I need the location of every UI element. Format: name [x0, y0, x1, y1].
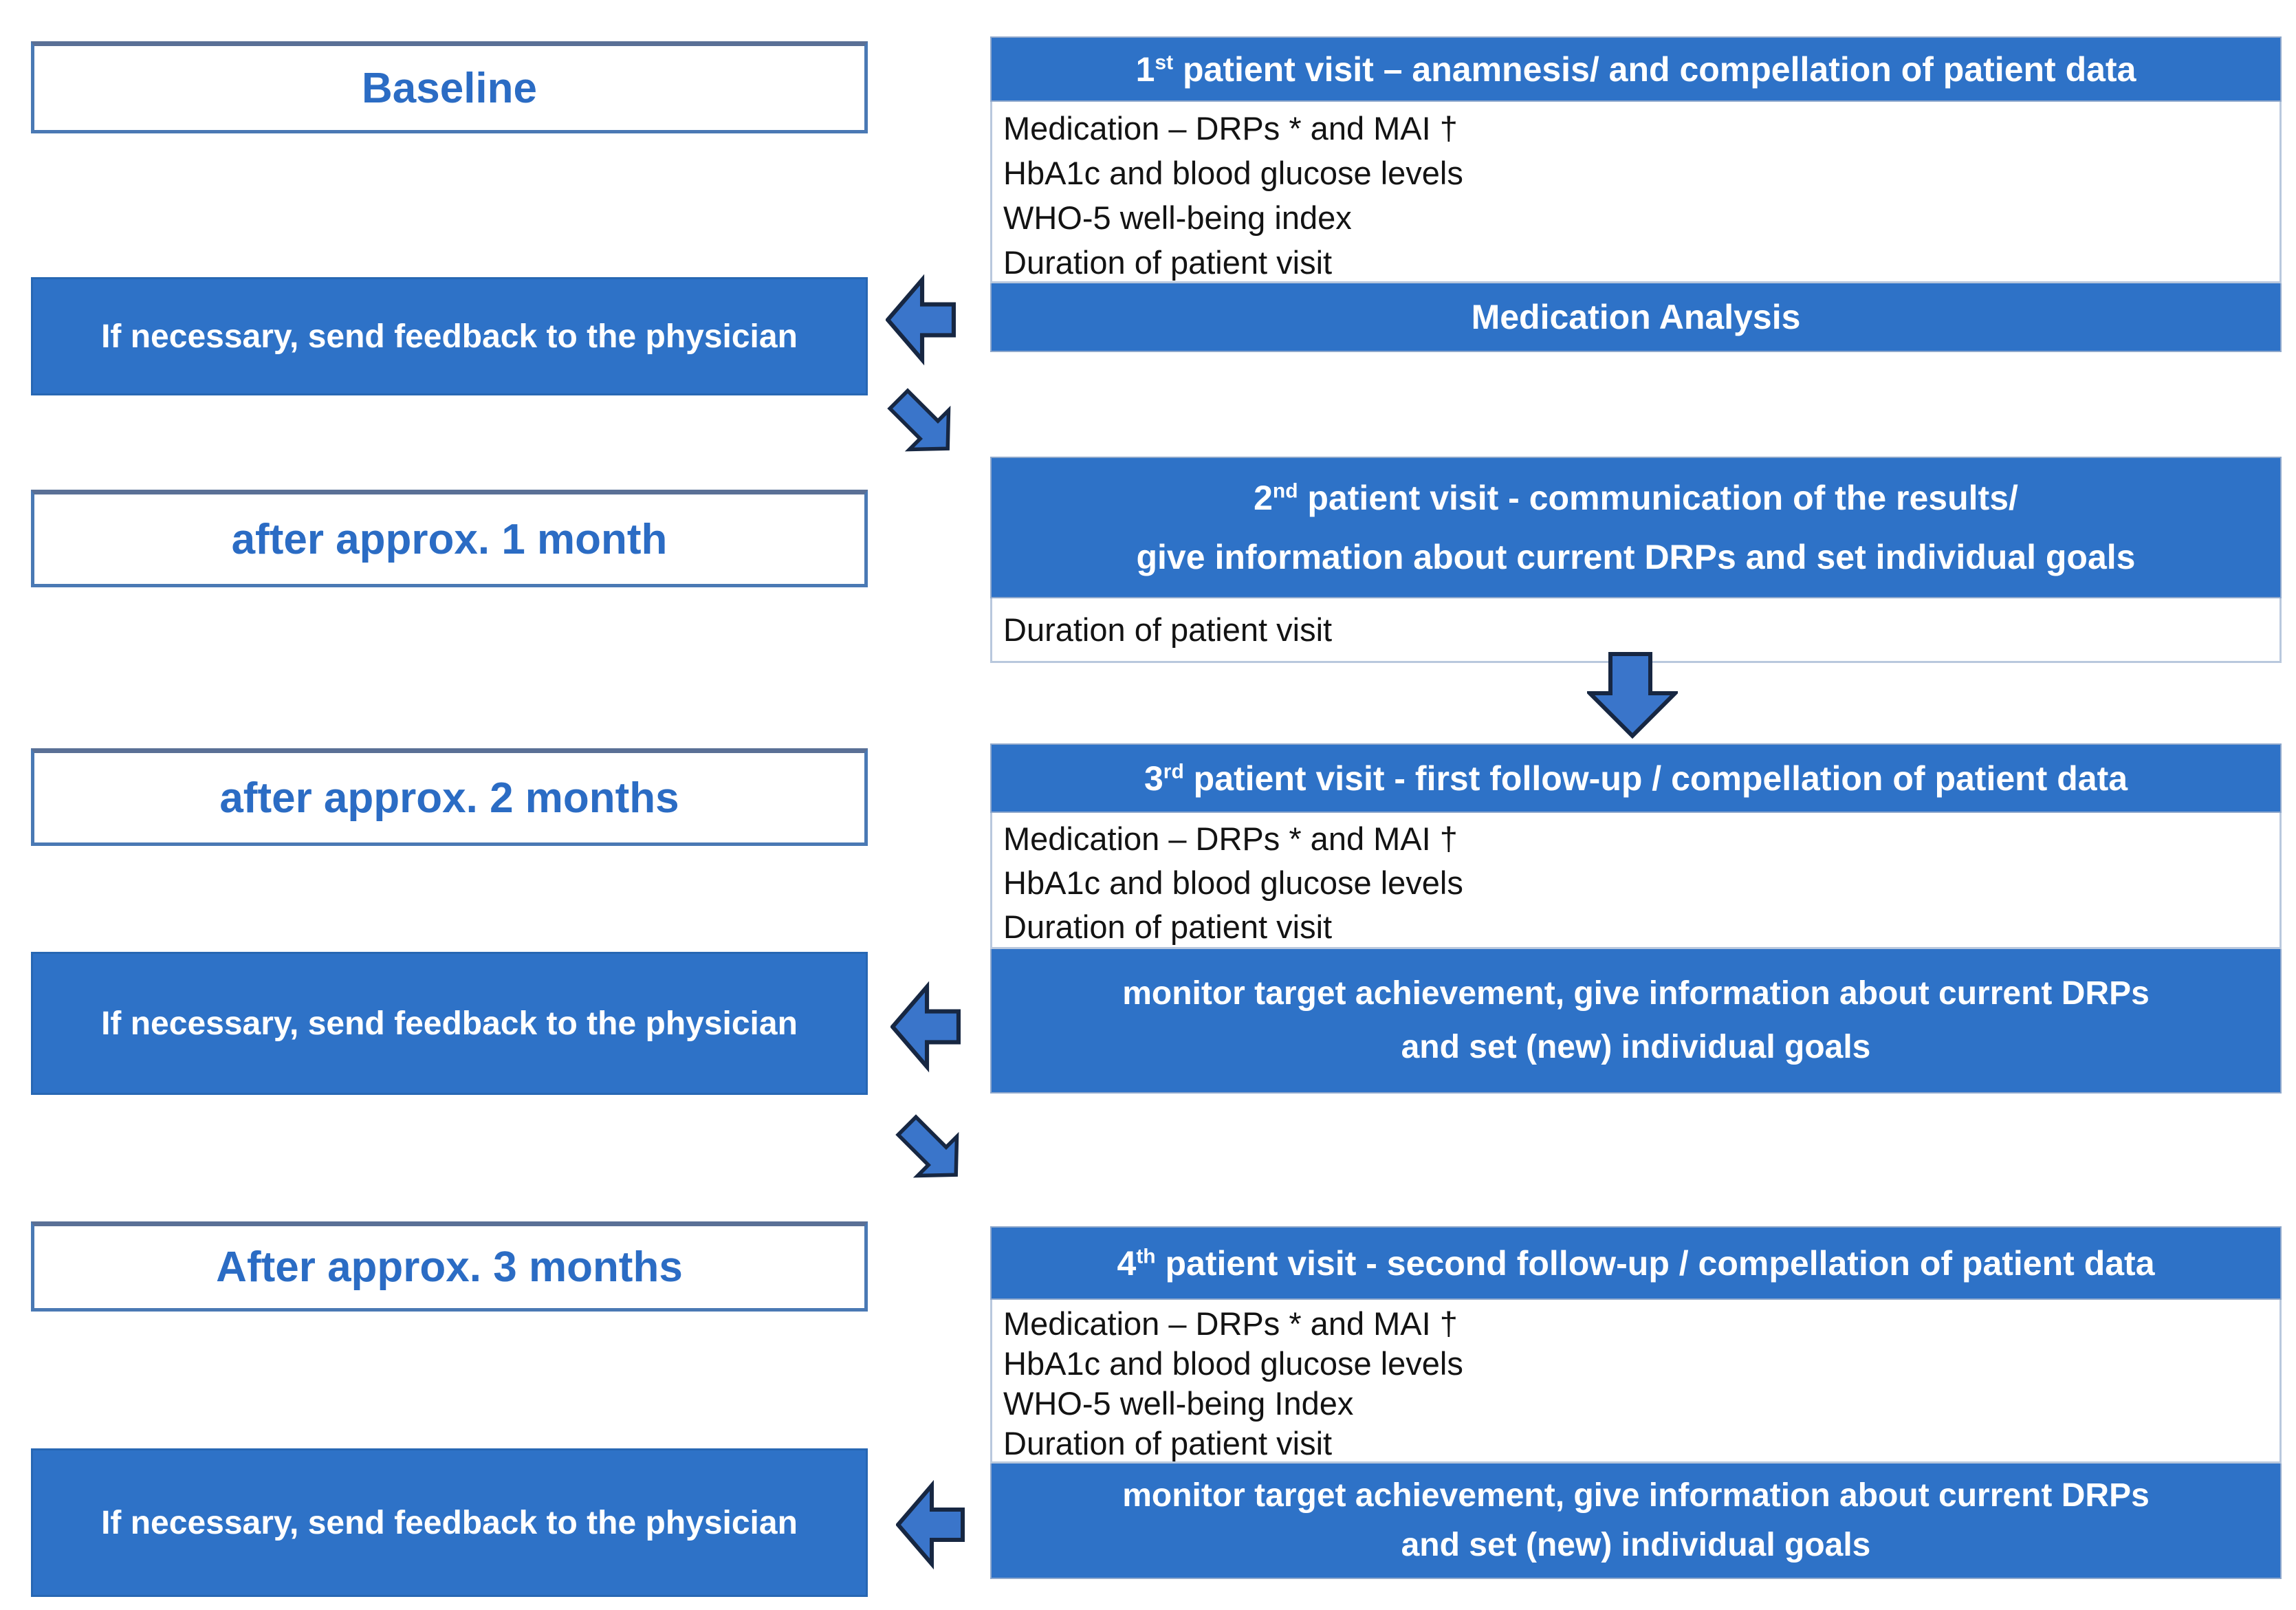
visit-block-2: 2nd patient visit - communication of the… — [990, 457, 2282, 663]
visit-measure-item: Duration of patient visit — [1003, 1425, 1333, 1461]
visit-measure-item: HbA1c and blood glucose levels — [1003, 1345, 1463, 1382]
timeline-label: after approx. 1 month — [231, 515, 668, 563]
visit-1-medication-analysis-bar: Medication Analysis — [990, 283, 2282, 352]
visit-measure-item: HbA1c and blood glucose levels — [1003, 864, 1463, 901]
visit-measure-item: Medication – DRPs * and MAI † — [1003, 1305, 1458, 1342]
visit-header-text: 4th patient visit - second follow-up / c… — [1117, 1243, 2155, 1283]
visit-footer-text: monitor target achievement, give informa… — [1122, 1477, 2150, 1563]
feedback-left-arrow-icon-2 — [890, 981, 961, 1073]
visit-measure-item: WHO-5 well-being index — [1003, 199, 1352, 236]
visit-measure-item: Duration of patient visit — [1003, 909, 1333, 945]
feedback-left-arrow-icon-3 — [896, 1479, 965, 1570]
timeline-box-2-months: after approx. 2 months — [31, 748, 868, 846]
visit-block-4: 4th patient visit - second follow-up / c… — [990, 1226, 2282, 1579]
visit-block-1: 1st patient visit – anamnesis/ and compe… — [990, 36, 2282, 352]
visit-3-action-bar: monitor target achievement, give informa… — [990, 949, 2282, 1094]
feedback-label: If necessary, send feedback to the physi… — [101, 1005, 798, 1042]
timeline-box-1-month: after approx. 1 month — [31, 490, 868, 587]
feedback-left-arrow-icon-1 — [886, 274, 956, 366]
visit-3-header: 3rd patient visit - first follow-up / co… — [990, 743, 2282, 813]
visit-4-action-bar: monitor target achievement, give informa… — [990, 1464, 2282, 1579]
visit-1-measures: Medication – DRPs * and MAI † HbA1c and b… — [990, 102, 2282, 283]
visit-block-3: 3rd patient visit - first follow-up / co… — [990, 743, 2282, 1094]
flow-bend-arrow-icon-1 — [887, 388, 951, 452]
visit-2-header: 2nd patient visit - communication of the… — [990, 457, 2282, 598]
timeline-box-baseline: Baseline — [31, 41, 868, 133]
visit-measure-item: HbA1c and blood glucose levels — [1003, 155, 1463, 191]
visit-header-text: 1st patient visit – anamnesis/ and compe… — [1135, 50, 2136, 89]
feedback-label: If necessary, send feedback to the physi… — [101, 1504, 798, 1541]
visit-measure-item: Medication – DRPs * and MAI † — [1003, 820, 1458, 857]
timeline-label: After approx. 3 months — [216, 1243, 683, 1291]
visit-measure-item: Duration of patient visit — [1003, 611, 1333, 648]
feedback-box-2: If necessary, send feedback to the physi… — [31, 952, 868, 1095]
timeline-label: Baseline — [361, 64, 538, 112]
visit-3-measures: Medication – DRPs * and MAI † HbA1c and b… — [990, 813, 2282, 949]
visit-measure-item: WHO-5 well-being Index — [1003, 1385, 1354, 1422]
visit-4-header: 4th patient visit - second follow-up / c… — [990, 1226, 2282, 1300]
flow-down-arrow-icon — [1587, 652, 1678, 739]
visit-measure-item: Medication – DRPs * and MAI † — [1003, 110, 1458, 146]
visit-footer-text: monitor target achievement, give informa… — [1122, 975, 2150, 1065]
visit-1-header: 1st patient visit – anamnesis/ and compe… — [990, 36, 2282, 102]
visit-header-text: 2nd patient visit - communication of the… — [1136, 479, 2136, 576]
feedback-label: If necessary, send feedback to the physi… — [101, 318, 798, 355]
visit-header-text: 3rd patient visit - first follow-up / co… — [1144, 759, 2128, 798]
visit-measure-item: Duration of patient visit — [1003, 244, 1333, 281]
feedback-box-1: If necessary, send feedback to the physi… — [31, 277, 868, 395]
flow-bend-arrow-icon-2 — [895, 1114, 959, 1178]
feedback-box-3: If necessary, send feedback to the physi… — [31, 1448, 868, 1597]
timeline-box-3-months: After approx. 3 months — [31, 1221, 868, 1312]
visit-footer-text: Medication Analysis — [1471, 298, 1801, 336]
visit-4-measures: Medication – DRPs * and MAI †HbA1c and b… — [990, 1300, 2282, 1464]
timeline-label: after approx. 2 months — [219, 774, 679, 822]
